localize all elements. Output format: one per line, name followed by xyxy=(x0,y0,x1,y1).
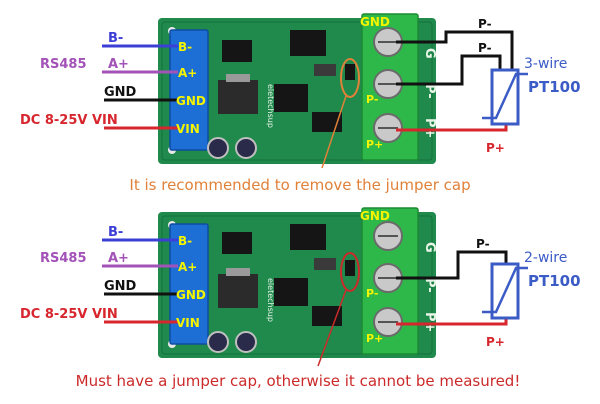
top-pin-gnd: GND xyxy=(176,94,206,108)
top-green-terminal-edge xyxy=(361,13,419,161)
top-wire-pminus-2 xyxy=(396,54,502,86)
top-pin-a: A+ xyxy=(178,66,197,80)
top-wire-pplus xyxy=(396,124,508,132)
bottom-capacitor xyxy=(207,331,229,353)
top-panel: G P- P+ eletechsup B- RS485 A+ GND DC 8-… xyxy=(20,13,581,194)
top-rpin-pplus: P+ xyxy=(366,138,383,151)
top-label-gnd: GND xyxy=(104,85,137,100)
top-capacitor xyxy=(235,137,257,159)
bottom-regulator-tab xyxy=(226,268,250,276)
top-capacitor xyxy=(207,137,229,159)
bottom-silk-pminus: P- xyxy=(422,278,437,293)
bottom-rpin-pplus: P+ xyxy=(366,332,383,345)
bottom-panel: G P- P+ eletechsup B- RS485 A+ GND DC 8-… xyxy=(20,207,581,390)
bottom-note: Must have a jumper cap, otherwise it can… xyxy=(76,372,521,390)
top-ic-chip xyxy=(222,40,252,62)
bottom-ic-chip xyxy=(312,306,342,326)
top-ic-chip xyxy=(274,84,308,112)
top-sensor-name: PT100 xyxy=(528,78,581,96)
bottom-jumper-cap xyxy=(345,260,355,276)
bottom-ic-chip xyxy=(222,232,252,254)
bottom-wire-pplus xyxy=(396,318,508,326)
top-jumper-pointer xyxy=(321,95,347,169)
top-jumper-cap xyxy=(345,64,355,80)
top-label-rs485: RS485 xyxy=(40,57,87,72)
bottom-rpin-gnd: GND xyxy=(360,209,390,223)
bottom-rpin-pminus: P- xyxy=(366,287,378,300)
top-silk-pplus: P+ xyxy=(422,118,437,138)
top-pcb-outline xyxy=(161,21,433,161)
top-label-b: B- xyxy=(108,31,123,46)
bottom-pcb-outline xyxy=(161,215,433,355)
top-blue-terminal-edge xyxy=(169,29,209,151)
bottom-label-rs485: RS485 xyxy=(40,251,87,266)
top-wire-label-pplus: P+ xyxy=(486,141,505,155)
bottom-blue-terminal-edge xyxy=(169,223,209,345)
top-blue-terminal xyxy=(170,30,208,150)
bottom-capacitor xyxy=(235,331,257,353)
top-jumper-highlight xyxy=(340,58,360,98)
bottom-wire-pminus xyxy=(396,250,508,280)
top-regulator-tab xyxy=(226,74,250,82)
top-rpin-gnd: GND xyxy=(360,15,390,29)
top-silk-brand: eletechsup xyxy=(266,84,275,128)
top-wire-pminus-1 xyxy=(396,30,514,70)
bottom-ic-chip xyxy=(274,278,308,306)
bottom-jumper-highlight xyxy=(340,252,360,292)
top-pt100-symbol xyxy=(482,68,528,126)
bottom-pin-b: B- xyxy=(178,234,192,248)
top-pin-b: B- xyxy=(178,40,192,54)
top-ic-chip xyxy=(312,112,342,132)
top-silk-pminus: P- xyxy=(422,84,437,99)
bottom-pin-a: A+ xyxy=(178,260,197,274)
top-ic-chip xyxy=(290,30,326,56)
bottom-screw-gnd xyxy=(373,221,403,251)
bottom-screw-pplus xyxy=(373,307,403,337)
bottom-smd-part xyxy=(314,258,336,270)
bottom-ic-chip xyxy=(290,224,326,250)
top-note: It is recommended to remove the jumper c… xyxy=(129,176,470,194)
bottom-sensor-type: 2-wire xyxy=(524,250,567,266)
top-rpin-pminus: P- xyxy=(366,93,378,106)
top-silk-g: G xyxy=(422,48,437,59)
top-pin-vin: VIN xyxy=(176,122,200,136)
top-label-a: A+ xyxy=(108,57,129,72)
top-screw-pminus xyxy=(373,69,403,99)
top-label-dc: DC 8-25V VIN xyxy=(20,113,118,128)
top-wire-label-pminus-2: P- xyxy=(478,41,492,55)
bottom-wire-label-pminus: P- xyxy=(476,237,490,251)
bottom-silk-pplus: P+ xyxy=(422,312,437,332)
bottom-regulator xyxy=(218,274,258,308)
bottom-wire-label-pplus: P+ xyxy=(486,335,505,349)
top-screw-pplus xyxy=(373,113,403,143)
bottom-silk-brand: eletechsup xyxy=(266,278,275,322)
bottom-label-a: A+ xyxy=(108,251,129,266)
bottom-silk-g: G xyxy=(422,242,437,253)
bottom-pt100-symbol xyxy=(482,262,528,320)
bottom-pin-vin: VIN xyxy=(176,316,200,330)
bottom-sensor-name: PT100 xyxy=(528,272,581,290)
bottom-blue-terminal xyxy=(170,224,208,344)
bottom-label-gnd: GND xyxy=(104,279,137,294)
bottom-green-terminal-edge xyxy=(361,207,419,355)
top-smd-part xyxy=(314,64,336,76)
top-screw-gnd xyxy=(373,27,403,57)
bottom-jumper-pointer xyxy=(317,289,347,367)
top-sensor-type: 3-wire xyxy=(524,56,567,72)
bottom-label-b: B- xyxy=(108,225,123,240)
top-wire-label-pminus-1: P- xyxy=(478,17,492,31)
bottom-label-dc: DC 8-25V VIN xyxy=(20,307,118,322)
bottom-pin-gnd: GND xyxy=(176,288,206,302)
top-regulator xyxy=(218,80,258,114)
